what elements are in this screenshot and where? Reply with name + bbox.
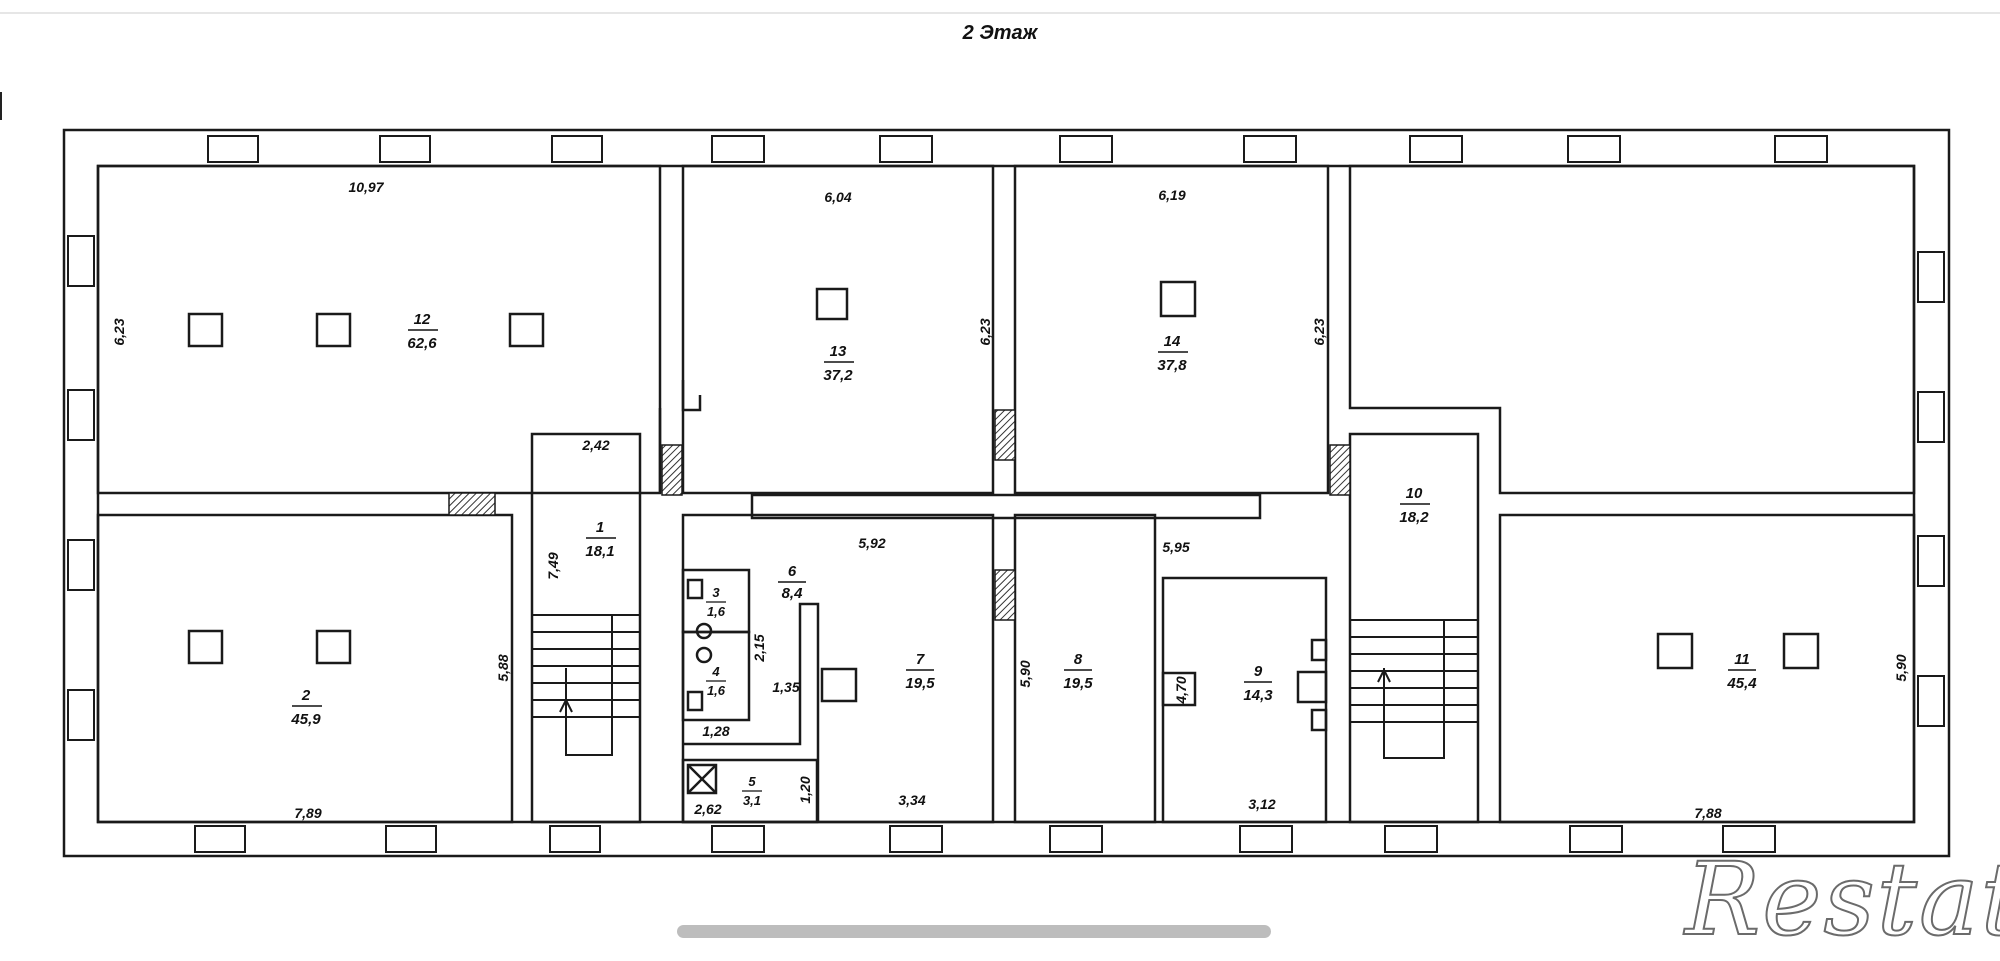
- dimension-label: 6,23: [977, 318, 993, 345]
- room-8-outline: [1013, 513, 1157, 824]
- dimension-label: 1,28: [702, 723, 729, 739]
- room-number: 4: [711, 664, 720, 679]
- room-9-outline: [1161, 576, 1328, 824]
- room-12-outline: [96, 164, 662, 495]
- room-area: 45,4: [1726, 675, 1757, 692]
- toilet-fixture: [695, 622, 713, 640]
- watermark-logo: Restate: [1684, 841, 2000, 958]
- dimension-label: 5,90: [1017, 660, 1033, 687]
- room-area: 18,1: [585, 543, 614, 560]
- room-number: 1: [596, 519, 604, 536]
- room-number: 5: [748, 774, 756, 789]
- dimension-label: 2,42: [581, 437, 609, 453]
- dimension-label: 5,92: [858, 535, 885, 551]
- dimension-label: 6,19: [1158, 187, 1185, 203]
- dimension-label: 7,89: [294, 805, 321, 821]
- left-edge-mark: [0, 92, 2, 120]
- dimension-label: 5,95: [1162, 539, 1189, 555]
- room-area: 8,4: [782, 585, 804, 602]
- column: [1159, 280, 1197, 318]
- room-11-outline: [1498, 513, 1916, 824]
- room-number: 3: [712, 585, 720, 600]
- room-number: 2: [301, 687, 311, 704]
- room-number: 14: [1164, 333, 1181, 350]
- outer-wall-outer: [62, 128, 1951, 858]
- room-area: 1,6: [707, 683, 726, 698]
- column: [1656, 632, 1694, 670]
- column: [1161, 671, 1197, 707]
- room-number: 6: [788, 563, 797, 580]
- room-10-outline: [1348, 432, 1480, 824]
- floor-title: 2 Этаж: [962, 22, 1038, 44]
- dimension-label: 7,88: [1694, 805, 1721, 821]
- room-number: 7: [916, 651, 925, 668]
- room-area: 45,9: [290, 711, 321, 728]
- room-area: 3,1: [743, 793, 761, 808]
- dimension-label: 5,90: [1893, 654, 1909, 681]
- column: [315, 312, 352, 348]
- dimension-label: 1,20: [797, 776, 813, 803]
- column: [187, 629, 224, 665]
- horizontal-scrollbar[interactable]: [677, 925, 1271, 938]
- toilet-fixture: [1296, 670, 1328, 704]
- room-number: 10: [1406, 485, 1423, 502]
- toilet-fixture: [695, 646, 713, 664]
- room-13-outline: [681, 164, 995, 495]
- room-area: 37,2: [823, 367, 853, 384]
- sink-fixture: [1310, 708, 1328, 732]
- column: [820, 667, 858, 703]
- room-2-outline: [96, 513, 514, 824]
- sink-fixture: [1310, 638, 1328, 662]
- sink-fixture: [686, 578, 704, 600]
- dimension-label: 1,35: [772, 679, 799, 695]
- corridor-wall: [750, 493, 1262, 520]
- top-divider: [0, 12, 2000, 14]
- shaft-fixture: [686, 763, 718, 795]
- room-area: 19,5: [1063, 675, 1093, 692]
- dimension-label: 4,70: [1173, 676, 1189, 704]
- room-number: 9: [1254, 663, 1263, 680]
- column: [1782, 632, 1820, 670]
- room-area: 37,8: [1157, 357, 1187, 374]
- dimension-label: 3,34: [898, 792, 925, 808]
- dimension-label: 10,97: [348, 179, 384, 195]
- column: [315, 629, 352, 665]
- room-1-outline: [530, 432, 642, 824]
- column: [815, 287, 849, 321]
- room-5-outline: [681, 758, 819, 824]
- room-number: 13: [830, 343, 847, 360]
- column: [508, 312, 545, 348]
- room-area: 1,6: [707, 604, 726, 619]
- column: [187, 312, 224, 348]
- dimension-label: 2,15: [751, 634, 767, 662]
- dimension-label: 6,04: [824, 189, 851, 205]
- room-area: 14,3: [1243, 687, 1273, 704]
- room-number: 12: [414, 311, 431, 328]
- room-14-outline: [1013, 164, 1330, 495]
- dimension-label: 2,62: [693, 801, 721, 817]
- room-area: 18,2: [1399, 509, 1429, 526]
- dimension-label: 7,49: [545, 552, 561, 579]
- dimension-label: 6,23: [1311, 318, 1327, 345]
- room-number: 11: [1734, 651, 1750, 668]
- sink-fixture: [686, 690, 704, 712]
- room-area: 19,5: [905, 675, 935, 692]
- room-4-outline: [681, 630, 751, 722]
- room-area: 62,6: [407, 335, 437, 352]
- dimension-label: 5,88: [495, 654, 511, 681]
- dimension-label: 6,23: [111, 318, 127, 345]
- room-number: 8: [1074, 651, 1083, 668]
- dimension-label: 3,12: [1248, 796, 1275, 812]
- room-right-top-outline: [1348, 164, 1916, 495]
